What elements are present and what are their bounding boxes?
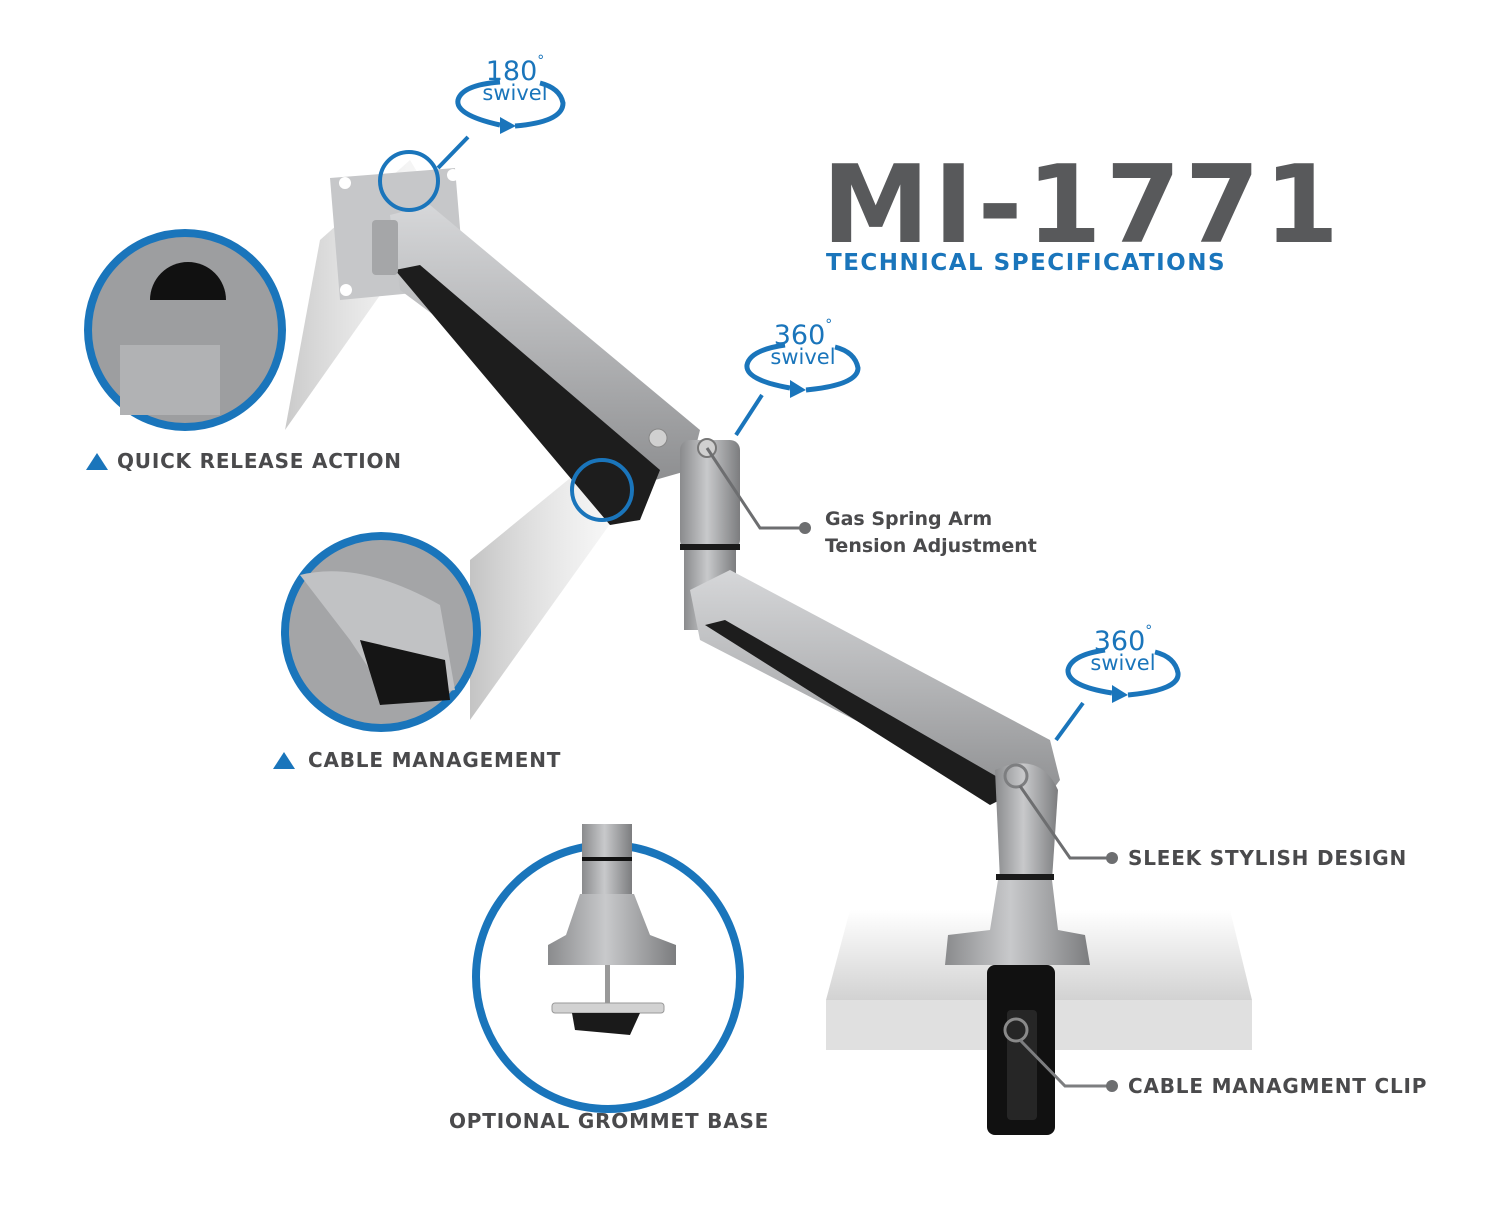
leader-sleek-design <box>1018 785 1112 860</box>
swivel-badge-180: 180° swivel <box>482 53 548 105</box>
elbow-joint <box>680 440 740 550</box>
swivel-arrow-icon-360-base <box>1065 647 1181 698</box>
swivel-arrow-icon-360-elbow <box>744 342 861 393</box>
base-pole <box>995 763 1058 880</box>
triangle-icon <box>86 452 108 470</box>
callout-grommet-base: OPTIONAL GROMMET BASE <box>449 1109 770 1133</box>
highlight-quick-release <box>378 150 440 212</box>
lower-arm <box>690 570 1060 800</box>
swivel-arrow-icon-180 <box>455 79 566 129</box>
lower-arm-gas-spring <box>705 620 1020 805</box>
tilt-joint <box>372 220 398 275</box>
zoom-beam-cable-management <box>470 470 620 720</box>
triangle-icon <box>273 751 295 769</box>
callout-quick-release: QUICK RELEASE ACTION <box>86 449 402 473</box>
highlight-cable-management <box>570 458 634 522</box>
callout-cable-management: CABLE MANAGEMENT <box>273 748 561 772</box>
swivel-badge-360-elbow: 360° swivel <box>770 317 836 369</box>
leader-gas-spring <box>705 447 805 530</box>
upper-arm <box>390 205 700 480</box>
desk-clamp-base <box>945 880 1090 965</box>
model-title: MI-1771 <box>822 143 1344 268</box>
page-subtitle: TECHNICAL SPECIFICATIONS <box>826 250 1227 276</box>
callout-gas-spring: Gas Spring Arm Tension Adjustment <box>825 508 1037 557</box>
callout-sleek-design: SLEEK STYLISH DESIGN <box>1128 846 1408 870</box>
leader-cable-clip <box>1018 1038 1112 1088</box>
callout-cable-clip: CABLE MANAGMENT CLIP <box>1128 1074 1428 1098</box>
swivel-badge-360-base: 360° swivel <box>1090 623 1156 675</box>
